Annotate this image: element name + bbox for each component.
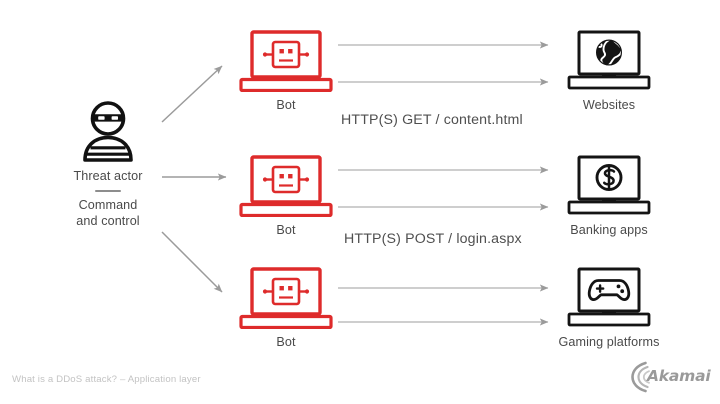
robot-laptop-icon [239,155,333,217]
protocol-label-post: HTTP(S) POST / login.aspx [344,231,522,247]
target-label: Gaming platforms [558,335,660,349]
masked-thief-icon [83,101,133,162]
protocol-label-get: HTTP(S) GET / content.html [341,112,523,128]
target-node-websites: Websites [524,30,694,113]
threat-actor-divider [95,190,121,192]
target-node-banking: Banking apps [524,155,694,238]
akamai-logo: Akamai [630,360,711,394]
bot-label: Bot [276,335,296,349]
bot-node-2: Bot [231,155,341,238]
target-label: Banking apps [570,223,648,237]
command-control-line2: and control [76,214,140,228]
command-control-line1: Command [78,198,138,212]
target-label: Websites [582,98,636,112]
robot-laptop-icon [239,267,333,329]
target-node-gaming: Gaming platforms [524,267,694,350]
arrow-actor-to-bot-1 [161,65,223,123]
robot-laptop-icon [239,30,333,92]
globe-laptop-icon [567,30,651,90]
akamai-wave-icon [631,361,650,393]
dollar-laptop-icon [567,155,651,215]
footer-caption: What is a DDoS attack? – Application lay… [12,374,201,385]
threat-actor-label: Threat actor [73,169,143,183]
bot-node-3: Bot [231,267,341,350]
threat-actor-node: Threat actor Command and control [54,100,162,229]
bot-label: Bot [276,98,296,112]
arrow-actor-to-bot-3 [161,231,223,293]
bot-node-1: Bot [231,30,341,113]
gamepad-laptop-icon [567,267,651,327]
bot-label: Bot [276,223,296,237]
akamai-wordmark: Akamai [647,367,711,385]
